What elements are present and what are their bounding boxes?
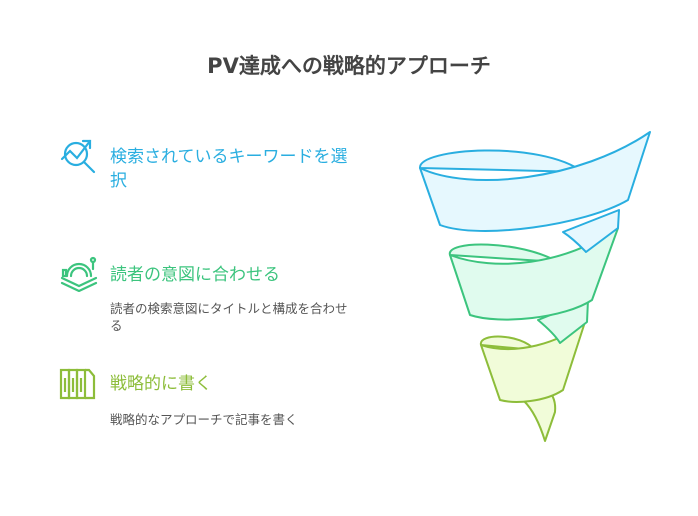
funnel-connector-green — [537, 299, 589, 344]
item-2-heading: 読者の意図に合わせる — [110, 265, 280, 285]
item-3-heading: 戦略的に書く — [110, 374, 212, 394]
item-1-heading: 検索されているキーワードを選 択 — [110, 145, 348, 193]
item-1-heading-line1: 検索されているキーワードを選 — [110, 147, 348, 167]
funnel-band-blue — [418, 131, 651, 232]
books-icon — [59, 368, 96, 400]
trend-search-icon — [60, 139, 96, 174]
item-2-description-line1: 読者の検索意図にタイトルと構成を合わせ — [110, 301, 348, 316]
item-2-description-line2: る — [110, 318, 123, 333]
reader-book-icon — [60, 256, 98, 292]
item-2-description: 読者の検索意図にタイトルと構成を合わせ る — [110, 300, 400, 334]
page-title: PV達成への戦略的アプローチ — [207, 54, 491, 78]
item-1-heading-line2: 択 — [110, 171, 127, 191]
item-3-description: 戦略的なアプローチで記事を書く — [110, 412, 298, 427]
funnel-connector-blue — [562, 209, 620, 253]
